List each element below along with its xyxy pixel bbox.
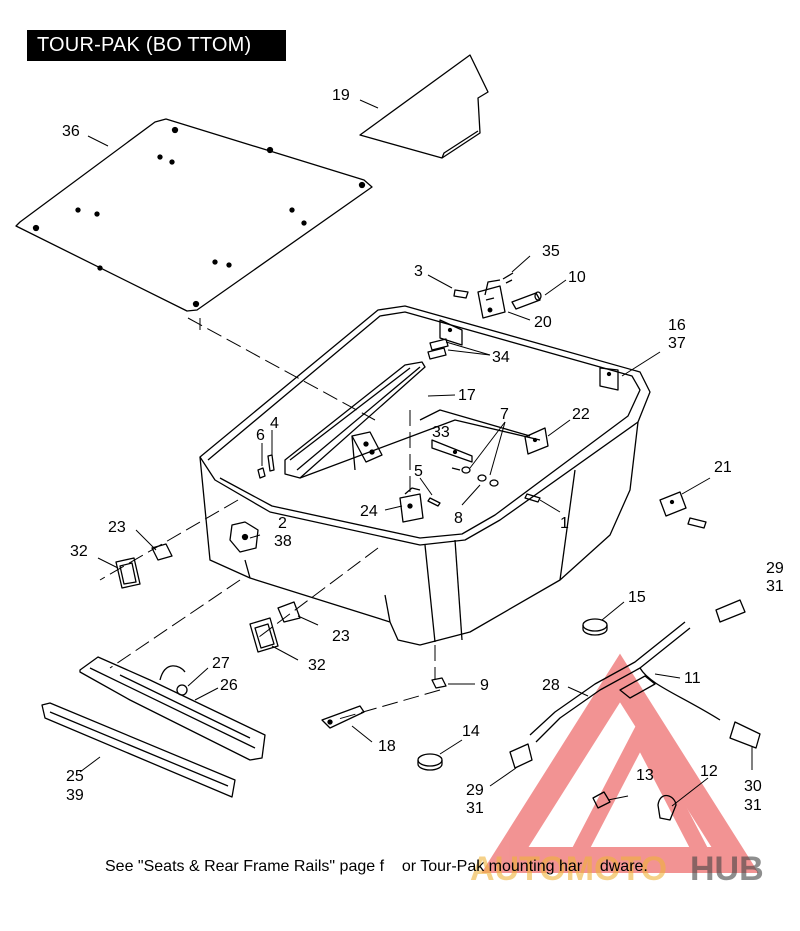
callout-10: 10 [568, 269, 586, 286]
callout-31-right: 31 [744, 797, 762, 814]
callout-17: 17 [458, 387, 476, 404]
callout-34: 34 [492, 349, 510, 366]
part-35-screw [502, 272, 514, 284]
callout-37: 37 [668, 335, 686, 352]
callout-1: 1 [560, 515, 569, 532]
callout-18: 18 [378, 738, 396, 755]
callout-36: 36 [62, 123, 80, 140]
wiring-harness [509, 599, 761, 769]
callout-8: 8 [454, 510, 463, 527]
part-36-base-plate [15, 118, 373, 312]
callout-7: 7 [500, 406, 509, 423]
part-5-screw [427, 497, 441, 507]
part-33-plate [431, 439, 473, 463]
callout-30: 30 [744, 778, 762, 795]
watermark-text: AUTOMOTO HUB [470, 850, 764, 888]
callout-21: 21 [714, 459, 732, 476]
callout-6: 6 [256, 427, 265, 444]
part-2-latch [229, 521, 259, 553]
part-27-bulb [159, 665, 188, 696]
callout-16: 16 [668, 317, 686, 334]
callout-28: 28 [542, 677, 560, 694]
callout-5: 5 [414, 463, 423, 480]
callout-32-lower: 32 [308, 657, 326, 674]
part-26-light-housing [79, 656, 266, 761]
svg-text:HUB: HUB [690, 850, 764, 888]
callout-9: 9 [480, 677, 489, 694]
part-13-clip [592, 791, 611, 809]
callout-20: 20 [534, 314, 552, 331]
callout-23-upper: 23 [108, 519, 126, 536]
part-7-washers [451, 466, 499, 487]
callout-33: 33 [432, 424, 450, 441]
callout-25: 25 [66, 768, 84, 785]
callout-14: 14 [462, 723, 480, 740]
part-19-plate [359, 54, 489, 159]
page-title: TOUR-PAK (BO TTOM) [27, 30, 286, 61]
callout-38: 38 [274, 533, 292, 550]
callout-13: 13 [636, 767, 654, 784]
callout-31-lower: 31 [466, 800, 484, 817]
part-23-block-lower [277, 601, 301, 623]
part-25-lens [41, 702, 236, 798]
callout-15: 15 [628, 589, 646, 606]
part-21-plate [659, 491, 707, 529]
part-24-block [399, 487, 424, 523]
alignment-lines [99, 317, 441, 721]
callout-29-upper: 29 [766, 560, 784, 577]
callout-3: 3 [414, 263, 423, 280]
tour-pak-bottom-case [199, 305, 651, 646]
callout-2: 2 [278, 515, 287, 532]
part-6-screw [257, 467, 266, 479]
part-15-grommet [582, 618, 608, 636]
part-14-grommet [417, 753, 443, 771]
part-1-screw [524, 493, 541, 503]
callout-12: 12 [700, 763, 718, 780]
part-32-cover-upper [115, 557, 141, 589]
part-12-clip [657, 794, 677, 821]
part-3-screw [453, 289, 469, 299]
svg-text:AUTOMOTO: AUTOMOTO [470, 850, 667, 888]
callout-24: 24 [360, 503, 378, 520]
part-23-block-upper [151, 543, 173, 561]
part-32-cover-lower [249, 617, 279, 653]
part-16-bracket [599, 367, 619, 391]
part-20-hinge-bracket [477, 279, 506, 319]
part-10-pin [511, 291, 542, 310]
part-18-bracket [321, 705, 365, 729]
part-22-bracket [524, 427, 549, 455]
callout-19: 19 [332, 87, 350, 104]
callout-22: 22 [572, 406, 590, 423]
leader-lines [79, 99, 753, 807]
callout-35: 35 [542, 243, 560, 260]
callout-31-upper: 31 [766, 578, 784, 595]
callout-29-lower: 29 [466, 782, 484, 799]
part-9-nut [431, 677, 447, 689]
callout-27: 27 [212, 655, 230, 672]
callout-32-upper: 32 [70, 543, 88, 560]
part-4-screw [267, 454, 275, 472]
footer-note: See "Seats & Rear Frame Rails" page f or… [105, 858, 648, 875]
callout-39: 39 [66, 787, 84, 804]
callout-4: 4 [270, 415, 279, 432]
part-34-plates [427, 319, 463, 360]
callout-23-lower: 23 [332, 628, 350, 645]
callout-labels: 19 36 3 35 10 20 16 37 34 17 7 33 22 6 4… [62, 87, 784, 817]
callout-26: 26 [220, 677, 238, 694]
callout-11: 11 [684, 670, 701, 687]
